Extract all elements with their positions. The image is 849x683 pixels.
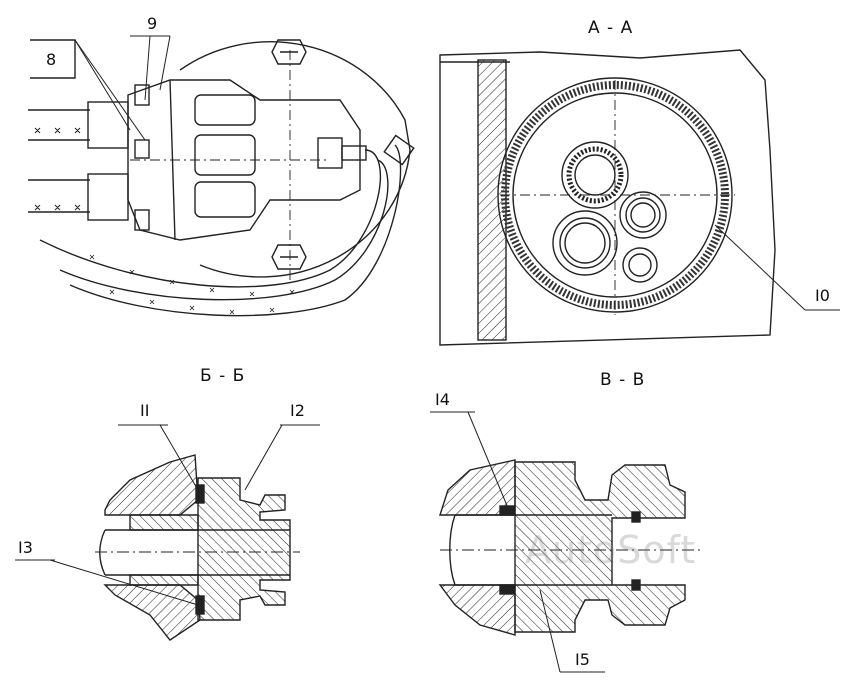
callout-8: 8 bbox=[46, 50, 57, 69]
callout-11: II bbox=[140, 401, 150, 420]
section-vv-title: В - В bbox=[600, 370, 646, 390]
section-aa-title: А - А bbox=[588, 18, 634, 38]
section-bb-view bbox=[15, 424, 320, 641]
callout-9: 9 bbox=[147, 14, 158, 33]
callout-10: I0 bbox=[815, 286, 830, 305]
section-aa-view bbox=[439, 49, 840, 346]
assembly-view bbox=[28, 35, 415, 317]
section-vv-view bbox=[430, 411, 700, 673]
callout-14: I4 bbox=[435, 390, 450, 409]
callout-15: I5 bbox=[575, 650, 590, 669]
watermark: AutoSoft bbox=[525, 528, 697, 572]
section-bb-title: Б - Б bbox=[200, 366, 246, 386]
callout-12: I2 bbox=[290, 401, 305, 420]
callout-13: I3 bbox=[18, 538, 33, 557]
